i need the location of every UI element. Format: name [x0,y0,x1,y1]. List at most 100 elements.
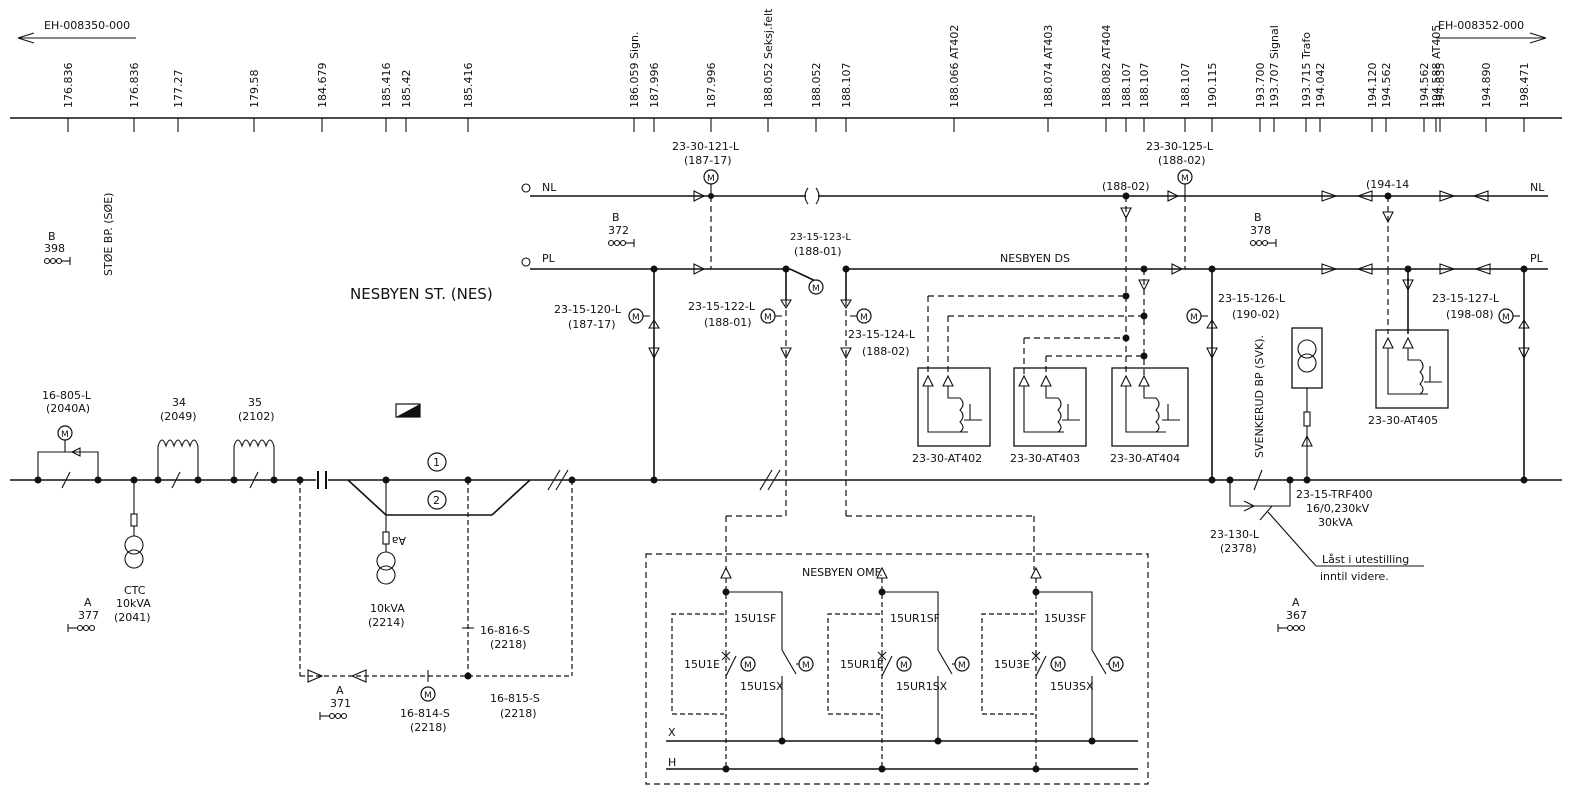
motor-symbol: M [1054,661,1062,671]
chainage-label: 194.588 AT405 [1430,25,1443,108]
switch-23-15-124-l: 23-15-124-L (188-02) M [840,269,1035,570]
motor-symbol: M [764,313,772,323]
chainage-label: 187.996 [648,63,661,109]
block-a367: A 367 [1277,596,1307,632]
unit-sf-label: 15U3SF [1044,612,1086,625]
motor-symbol: M [1190,313,1198,323]
nl-label-left: NL [542,181,557,194]
switch-ref: (2378) [1220,542,1257,555]
trf400-id: 23-15-TRF400 [1296,488,1373,501]
chainage-label: 176.836 [128,63,141,109]
bus-h-label: H [668,756,676,769]
at402: 23-30-AT402 [912,367,991,465]
at404: 23-30-AT404 [1110,367,1189,465]
at404-label: 23-30-AT404 [1110,452,1180,465]
block-a371: A 371 [319,684,351,720]
switch-16-815-s-ref: (2218) [500,707,537,720]
chainage-label: 188.107 [840,63,853,109]
switch-id: 23-30-125-L [1146,140,1214,153]
ref-194-14: (194-14 [1366,178,1409,191]
block-number: 371 [330,697,351,710]
switch-ref: (187-17) [684,154,732,167]
motor-icon [740,656,756,672]
switch-23-15-120-l: 23-15-120-L (187-17) M [554,269,660,484]
chainage-label: 184.679 [316,63,329,109]
block-b378: B 378 [1249,211,1277,247]
switch-id: 23-15-127-L [1432,292,1500,305]
motor-symbol: M [744,661,752,671]
switch-ref: (188-02) [1158,154,1206,167]
reactor-number: 34 [172,396,186,409]
switch-23-15-126-l: 23-15-126-L (190-02) M [1186,269,1286,484]
chainage-label: 179.58 [248,70,261,109]
block-letter: B [1254,211,1262,224]
switch-ref: (187-17) [568,318,616,331]
trf400-voltage: 16/0,230kV [1306,502,1370,515]
switch-id: 23-15-123-L [790,232,851,243]
motor-symbol: M [424,691,432,701]
reactor-34: 34 (2049) [154,396,202,489]
pl-label-right: PL [1530,252,1544,265]
chainage-label: 188.107 [1120,63,1133,109]
motor-symbol: M [958,661,966,671]
switch-id: 23-15-124-L [848,328,916,341]
switch-ref: (188-01) [704,316,752,329]
nl-arrows [1122,190,1489,269]
switch-16-805-l: 16-805-L (2040A) M [34,389,102,489]
switch-23-130-l: 23-130-L (2378) [1210,469,1424,567]
switch-id: 23-15-126-L [1218,292,1286,305]
at405-label: 23-30-AT405 [1368,414,1438,427]
block-letter: B [612,211,620,224]
at403: 23-30-AT403 [1010,367,1087,465]
pl-line: PL PL [521,252,1548,285]
pl-label-left: PL [542,252,556,265]
motor-icon [420,686,436,702]
track-siding: 1 2 [347,403,531,516]
unit-sx-label: 15U3SX [1050,680,1094,693]
switch-id: 23-30-121-L [672,140,740,153]
chainage-label: 194.120 [1366,63,1379,109]
at403-label: 23-30-AT403 [1010,452,1080,465]
motor-symbol: M [61,430,69,440]
track-1-marker [427,452,447,472]
omf-enclosure: NESBYEN OMF. X H [645,553,1149,785]
motor-symbol: M [707,174,715,184]
svenkerud-vertical-label: SVENKERUD BP (SVK). [1253,335,1266,458]
switch-16-815-s-id: 16-815-S [490,692,540,705]
right-reference-label: EH-008352-000 [1438,19,1524,32]
at-cabling [927,196,1150,376]
switch-ref: (188-01) [794,245,842,258]
switch-16-816-s-id: 16-816-S [480,624,530,637]
motor-icon [1050,656,1066,672]
chainage-label: 190.115 [1206,63,1219,109]
chainage-label: 188.066 AT402 [948,25,961,108]
unit-e-label: 15U3E [994,658,1030,671]
chainage-label: 187.996 [705,63,718,109]
right-reference: EH-008352-000 [1436,19,1547,44]
motor-symbol: M [860,313,868,323]
nl-line: NL NL [521,181,1548,205]
transformer-2214: Aa 10kVA (2214) [368,476,406,629]
reactor-35: 35 (2102) [230,396,278,489]
chainage-label: 185.416 [462,63,475,109]
block-b372: B 372 [607,211,635,247]
switch-16-814-s-id: 16-814-S [400,707,450,720]
chainage-label: 194.562 [1418,63,1431,109]
note-line-1: Låst i utestilling [1322,553,1409,566]
switch-ref: (2040A) [46,402,90,415]
switch-ref: (188-02) [862,345,910,358]
block-number: 398 [44,242,65,255]
unit-sf-label: 15U1SF [734,612,776,625]
motor-icon [896,656,912,672]
switch-16-814-s-ref: (2218) [410,721,447,734]
switch-23-15-127-l: 23-15-127-L (198-08) M [1432,269,1530,484]
left-reference-label: EH-008350-000 [44,19,130,32]
switch-ref: (190-02) [1232,308,1280,321]
chainage-label: 194.562 [1380,63,1393,109]
return-circuit: M 16-814-S (2218) 16-816-S (2218) 16-815… [296,476,576,734]
main-track [10,469,1562,491]
motor-symbol: M [900,661,908,671]
stoe-vertical-label: STØE BP. (SØE) [102,193,115,276]
switch-id: 16-805-L [42,389,92,402]
